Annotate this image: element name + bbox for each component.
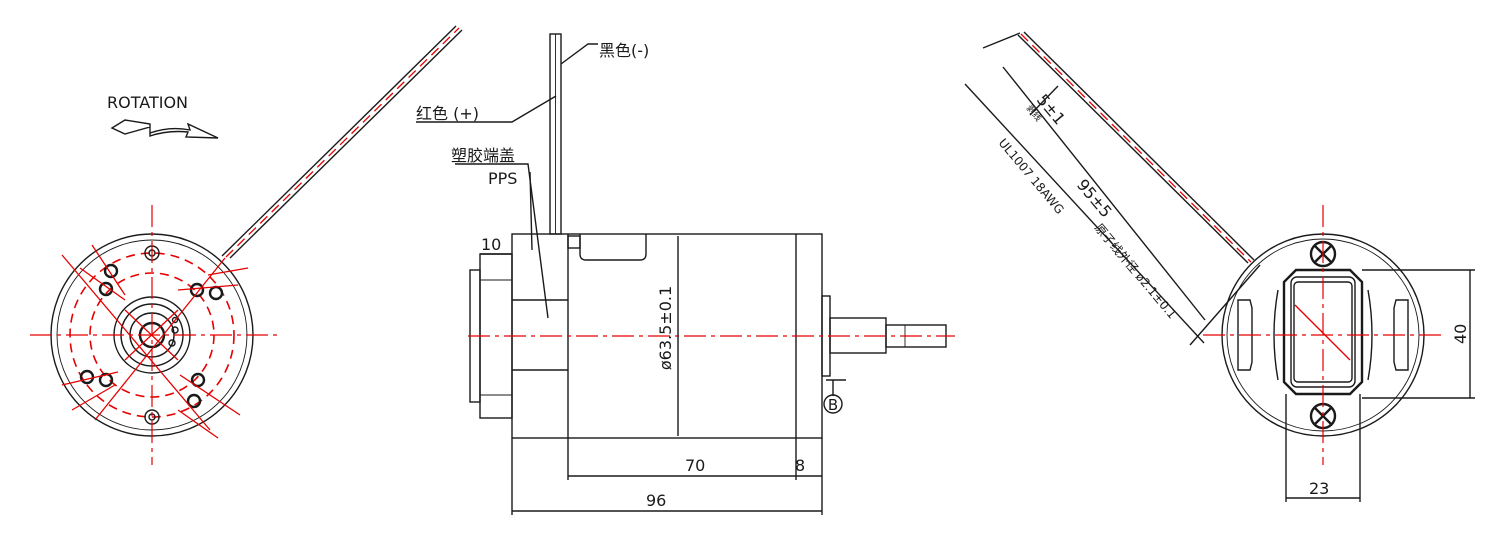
wire-spec-label: UL1007 18AWG bbox=[996, 136, 1067, 217]
screw-hole bbox=[98, 281, 114, 297]
side-view: 黑色(-) 红色 (+) 塑胶端盖 PPS B ø63.5±0. bbox=[416, 33, 955, 515]
end-cap-leader-2 bbox=[529, 171, 533, 251]
rear-view: 5±1 剥线 95±5 UL1007 18AWG 原子线外径 ø2.1±0.1 bbox=[964, 31, 1475, 502]
body-length-dim: 70 bbox=[685, 456, 705, 475]
height-dim: 40 bbox=[1451, 324, 1470, 344]
terminal-block bbox=[567, 235, 581, 249]
black-wire-leader bbox=[560, 43, 598, 65]
datum-label: B bbox=[828, 396, 838, 414]
width-dim: 23 bbox=[1309, 479, 1329, 498]
housing-side bbox=[1367, 289, 1373, 381]
datum-b-icon bbox=[823, 394, 843, 414]
lead-dimensions bbox=[964, 32, 1261, 346]
rear-slot-right bbox=[1393, 299, 1409, 371]
cap-width-dim: 10 bbox=[481, 235, 501, 254]
end-cap-leader bbox=[455, 163, 549, 319]
black-wire-label: 黑色(-) bbox=[599, 41, 649, 60]
end-cap-label: 塑胶端盖 bbox=[451, 146, 515, 165]
screw-hole bbox=[189, 282, 205, 298]
screw-hole bbox=[186, 393, 202, 409]
terminal-housing bbox=[1282, 268, 1364, 396]
terminal-pocket bbox=[579, 234, 647, 261]
strip-length-dim: 5±1 bbox=[1033, 90, 1069, 128]
hub-hole bbox=[168, 339, 176, 347]
screw-hole bbox=[190, 372, 206, 388]
overall-length-dim: 96 bbox=[646, 491, 666, 510]
front-view: ROTATION bbox=[30, 25, 463, 465]
end-cap-material-label: PPS bbox=[488, 169, 517, 188]
flange-dim: 8 bbox=[795, 456, 805, 475]
lead-length-dim: 95±5 bbox=[1073, 175, 1116, 221]
rear-cross bbox=[1294, 304, 1351, 361]
screw-hole bbox=[79, 369, 95, 385]
screw-hole bbox=[98, 372, 114, 388]
screw-hole bbox=[208, 285, 224, 301]
rear-lead-wire bbox=[1017, 31, 1255, 264]
diameter-dim: ø63.5±0.1 bbox=[656, 286, 675, 370]
front-lead-wire bbox=[221, 25, 463, 259]
screw-hole bbox=[103, 263, 119, 279]
side-lead-wires bbox=[549, 33, 562, 235]
red-wire-leader bbox=[416, 95, 557, 123]
rotation-label: ROTATION bbox=[107, 93, 188, 112]
hub-hole bbox=[171, 326, 179, 334]
housing-side bbox=[1273, 289, 1279, 381]
red-wire-label: 红色 (+) bbox=[416, 104, 479, 123]
front-centerlines bbox=[30, 205, 282, 465]
rear-slot-left bbox=[1237, 299, 1253, 371]
screw-holes bbox=[79, 263, 224, 409]
rotation-arrow-icon bbox=[110, 119, 219, 139]
hub-hole bbox=[171, 316, 179, 324]
